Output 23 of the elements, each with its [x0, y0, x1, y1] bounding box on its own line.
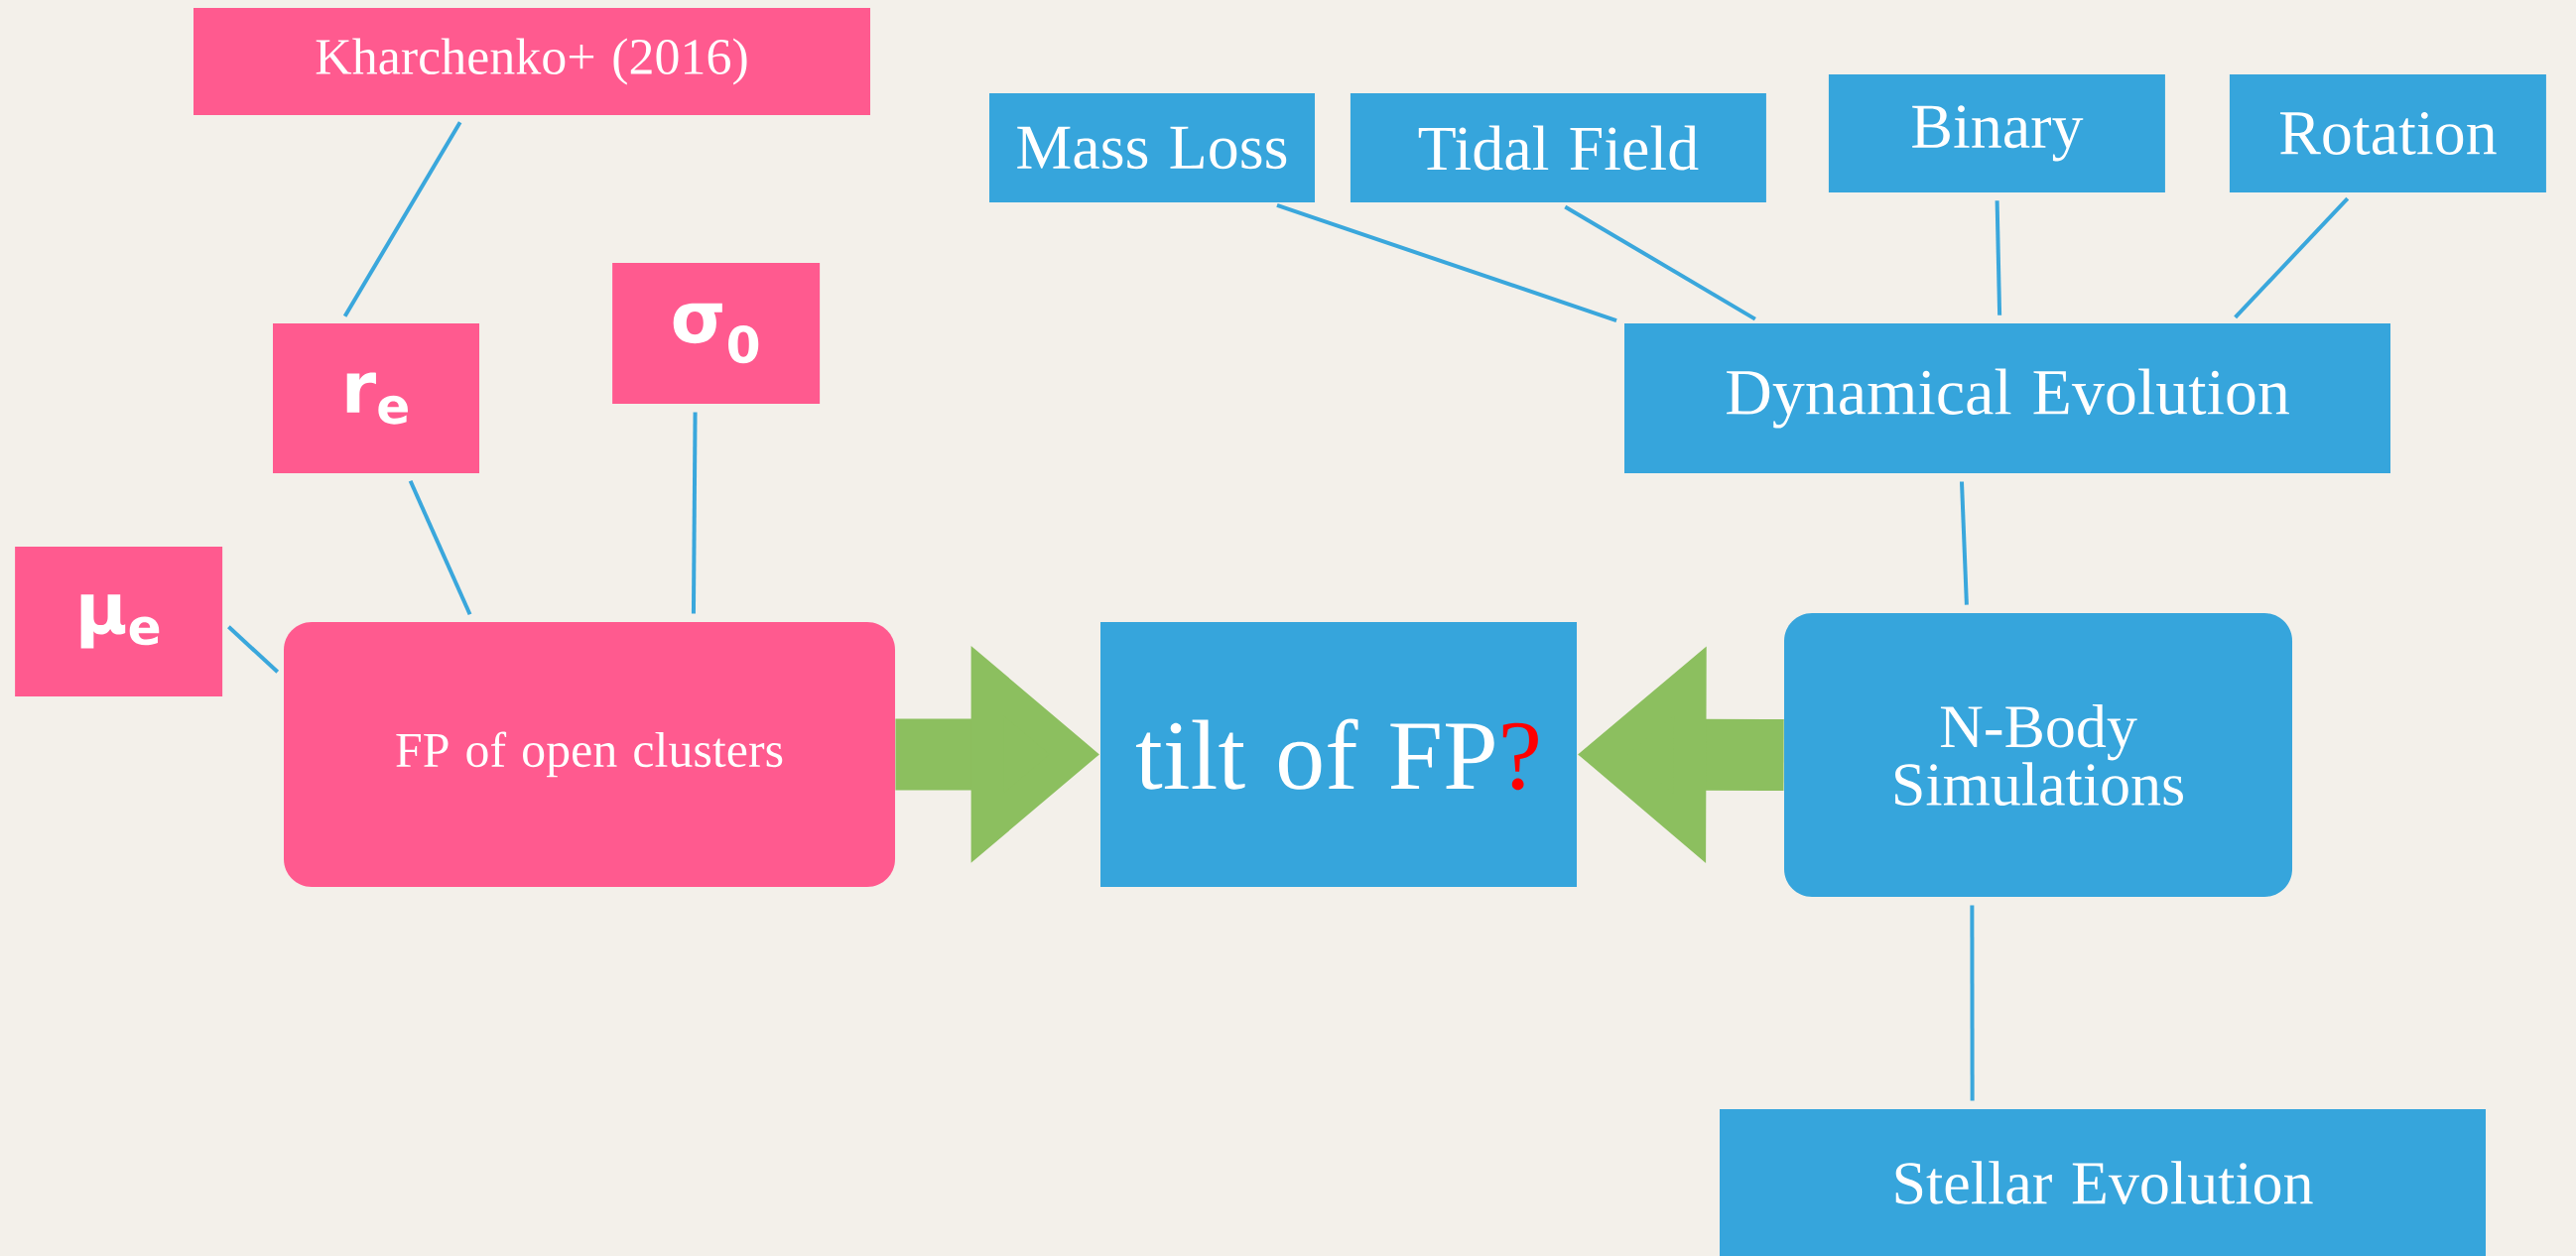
connector-line [2234, 196, 2350, 319]
label-box: r$_{e}$ [273, 323, 479, 474]
connector-line [691, 412, 698, 614]
label-box: Dynamical Evolution [1624, 323, 2390, 474]
rounded-box: FP of open clusters [284, 621, 895, 887]
label-box: tilt of FP? [1100, 621, 1577, 887]
label-box: σ$_{0}$ [612, 263, 821, 404]
label-box: μ$_{e}$ [15, 546, 223, 696]
label-box: Stellar Evolution [1720, 1109, 2486, 1256]
connector-line [1276, 203, 1617, 323]
connector-line [227, 625, 280, 674]
connector-line [1995, 200, 2002, 315]
connector-line [1970, 905, 1975, 1101]
label-box: Tidal Field [1350, 93, 1766, 202]
label-box: Kharchenko+ (2016) [193, 8, 870, 115]
connector-line [1564, 204, 1756, 321]
label-box: Rotation [2229, 73, 2546, 192]
connector-line [1960, 481, 1969, 605]
label-box: Mass Loss [989, 93, 1315, 202]
connector-line [408, 480, 472, 615]
rounded-box: N-Body Simulations [1784, 613, 2292, 897]
label-box: Binary [1828, 73, 2165, 192]
connector-line [342, 121, 462, 317]
